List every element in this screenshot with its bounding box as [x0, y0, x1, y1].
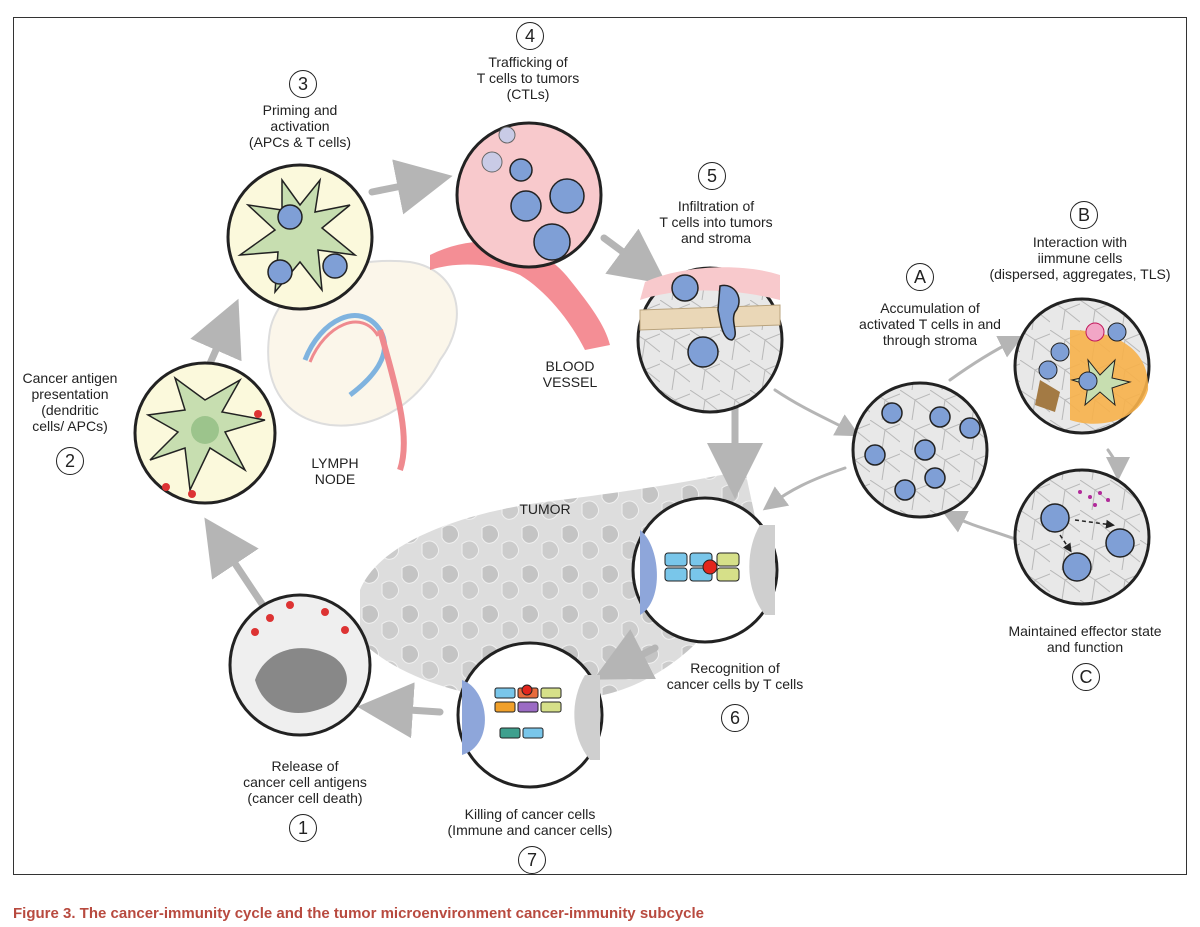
circle-step-3: [226, 163, 374, 311]
label-step-b: Interaction with iimmune cells (disperse…: [989, 234, 1171, 282]
number-7: 7: [518, 846, 546, 874]
label-step-2: Cancer antigen presentation (dendritic c…: [22, 370, 118, 434]
label-step-1: Release of cancer cell antigens (cancer …: [243, 758, 367, 806]
circle-step-1: [228, 593, 372, 737]
number-6: 6: [721, 704, 749, 732]
cycle-arrows: [190, 159, 763, 739]
label-lymph-node: LYMPH NODE: [311, 455, 359, 487]
number-5: 5: [698, 162, 726, 190]
label-step-c: Maintained effector state and function: [1008, 623, 1162, 655]
label-step-3: Priming and activation (APCs & T cells): [248, 102, 352, 150]
label-step-a: Accumulation of activated T cells in and…: [859, 300, 1001, 348]
label-step-6: Recognition of cancer cells by T cells: [666, 660, 804, 692]
number-a: A: [906, 263, 934, 291]
number-3: 3: [289, 70, 317, 98]
circle-step-c: [1013, 468, 1151, 606]
circle-step-7: [456, 641, 604, 789]
circle-step-5: [636, 266, 784, 414]
figure-caption: Figure 3. The cancer-immunity cycle and …: [13, 905, 705, 922]
circle-step-b: [1013, 297, 1151, 435]
circle-step-a: [851, 381, 989, 519]
label-step-7: Killing of cancer cells (Immune and canc…: [447, 806, 613, 838]
label-blood-vessel: BLOOD VESSEL: [542, 358, 598, 390]
figure-frame: [13, 17, 1187, 875]
circle-step-2: [133, 361, 277, 505]
label-step-5: Infiltration of T cells into tumors and …: [659, 198, 773, 246]
label-step-4: Trafficking of T cells to tumors (CTLs): [476, 54, 580, 102]
number-1: 1: [289, 814, 317, 842]
subcycle-arrows: [762, 335, 1130, 542]
circle-step-6: [631, 496, 779, 644]
number-2: 2: [56, 447, 84, 475]
circle-step-4: [455, 121, 603, 269]
number-b: B: [1070, 201, 1098, 229]
number-4: 4: [516, 22, 544, 50]
label-tumor: TUMOR: [519, 501, 571, 517]
number-c: C: [1072, 663, 1100, 691]
